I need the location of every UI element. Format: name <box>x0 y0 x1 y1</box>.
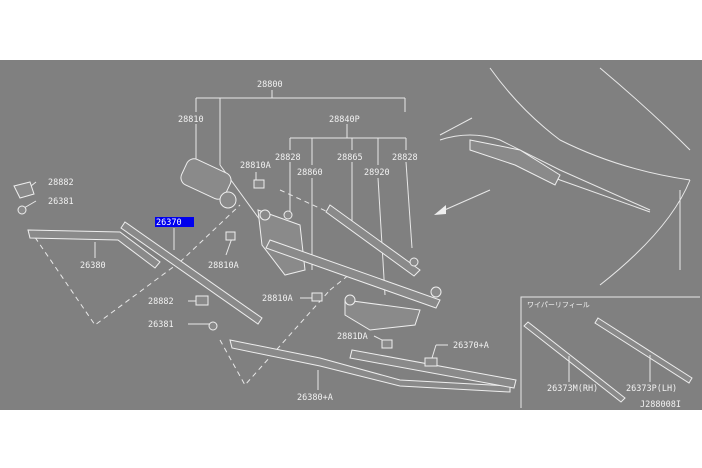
label-26380-a: 26380+A <box>297 393 333 403</box>
label-28810a-mid: 28810A <box>208 261 239 271</box>
label-26373m-rh: 26373M(RH) <box>547 384 598 394</box>
label-2881da: 2881DA <box>337 332 368 342</box>
wiper-motor <box>180 158 237 209</box>
label-28810a-top: 28810A <box>240 161 271 171</box>
label-28810: 28810 <box>178 115 204 125</box>
label-28860: 28860 <box>297 168 323 178</box>
left-wiper-arm <box>13 181 161 269</box>
diagram-code: J288008I <box>640 400 681 410</box>
label-28828-right: 28828 <box>392 153 418 163</box>
label-28840p: 28840P <box>329 115 360 125</box>
label-28800: 28800 <box>257 80 283 90</box>
refill-inset <box>520 296 700 408</box>
label-26373p-lh: 26373P(LH) <box>626 384 677 394</box>
right-wiper-arm <box>195 295 511 393</box>
label-26370-selected[interactable]: 26370 <box>156 218 182 228</box>
linkage-assembly <box>257 204 442 331</box>
direction-arrow <box>434 189 491 215</box>
label-28810a-lower: 28810A <box>262 294 293 304</box>
vehicle-outline <box>439 67 691 286</box>
inset-title: ワイパーリフィール <box>527 301 590 309</box>
right-wiper-blade <box>349 349 517 389</box>
wiper-parts-diagram: 28800 28810 28840P 28828 28865 28828 288… <box>0 60 702 410</box>
label-26370-a: 26370+A <box>453 341 489 351</box>
left-wiper-blade <box>120 221 263 325</box>
label-26380: 26380 <box>80 261 106 271</box>
selected-part-highlight[interactable] <box>155 217 194 227</box>
label-28828-left: 28828 <box>275 153 301 163</box>
label-28865: 28865 <box>337 153 363 163</box>
label-28920: 28920 <box>364 168 390 178</box>
label-28882-mid: 28882 <box>148 297 174 307</box>
label-26381-left: 26381 <box>48 197 74 207</box>
bolts <box>225 179 393 349</box>
label-28882-left: 28882 <box>48 178 74 188</box>
label-26381-mid: 26381 <box>148 320 174 330</box>
